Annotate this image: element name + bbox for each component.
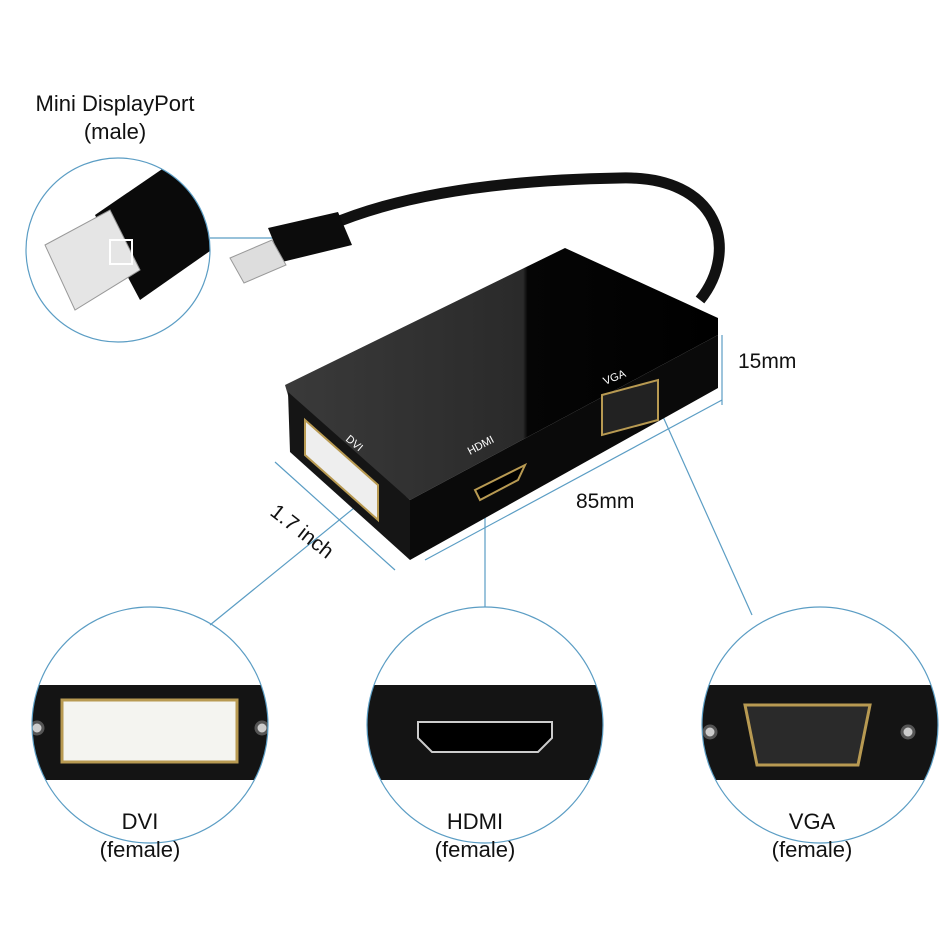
minidp-type: (male) — [83, 119, 147, 144]
vga-type: (female) — [771, 837, 853, 862]
hdmi-port — [473, 462, 528, 502]
adapter-body — [285, 248, 718, 560]
vga-detail-circle — [701, 606, 939, 844]
minidp-label: Mini DisplayPort (male) — [20, 90, 210, 146]
vga-name: VGA — [788, 809, 836, 834]
minidp-detail-circle — [25, 157, 211, 343]
minidp-name: Mini DisplayPort — [35, 91, 195, 116]
vga-port — [601, 378, 659, 437]
hdmi-detail-circle — [366, 606, 604, 844]
dvi-label: DVI (female) — [60, 808, 220, 864]
hdmi-name: HDMI — [446, 809, 504, 834]
hdmi-label: HDMI (female) — [395, 808, 555, 864]
dvi-port — [304, 417, 379, 523]
height-dimension: 15mm — [738, 350, 797, 373]
cable — [327, 172, 725, 304]
mini-displayport-plug — [229, 212, 352, 284]
dvi-detail-circle — [31, 606, 269, 844]
vga-label: VGA (female) — [732, 808, 892, 864]
hdmi-type: (female) — [434, 837, 516, 862]
length-dimension: 85mm — [576, 490, 635, 513]
dvi-type: (female) — [99, 837, 181, 862]
dvi-name: DVI — [121, 809, 159, 834]
